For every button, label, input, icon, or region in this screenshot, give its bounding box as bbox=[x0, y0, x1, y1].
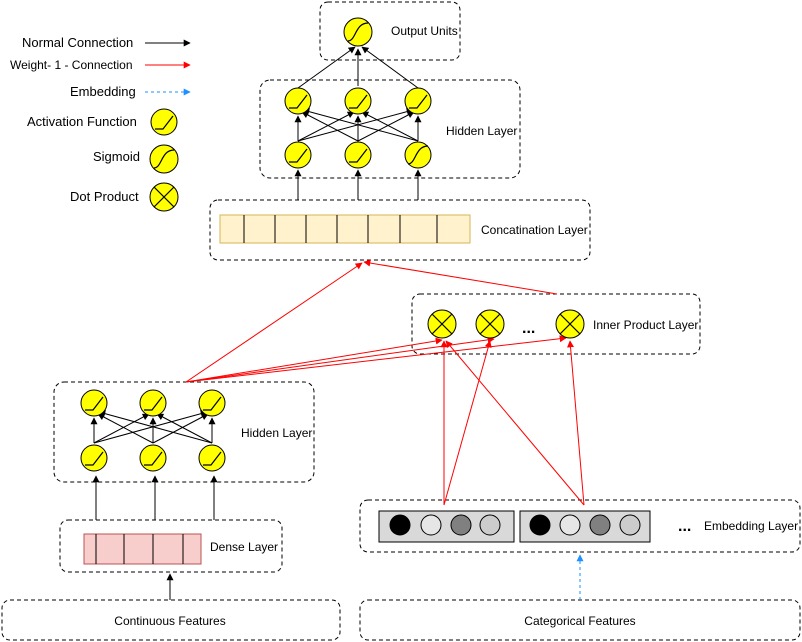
activation-icon bbox=[80, 389, 108, 417]
concatination-layer-label: Concatination Layer bbox=[481, 223, 588, 237]
sigmoid-icon bbox=[404, 141, 432, 169]
sigmoid-icon bbox=[149, 144, 179, 174]
inner-product-neurons bbox=[427, 309, 585, 339]
dot-product-icon bbox=[555, 309, 585, 339]
legend-activation-function: Activation Function bbox=[27, 114, 137, 129]
hidden-layer-bottom-box bbox=[53, 381, 315, 483]
concatination-layer-box bbox=[209, 199, 591, 261]
inner-product-ellipsis: ... bbox=[522, 320, 535, 337]
activation-icon bbox=[139, 389, 167, 417]
output-units-label: Output Units bbox=[391, 24, 458, 38]
concatination-cells bbox=[219, 214, 471, 244]
activation-icon bbox=[284, 87, 312, 115]
activation-icon bbox=[344, 87, 372, 115]
legend-weight-connection: Weight- 1 - Connection bbox=[10, 58, 133, 72]
legend: Normal Connection Weight- 1 - Connection… bbox=[10, 35, 191, 212]
categorical-features-label: Categorical Features bbox=[524, 614, 635, 628]
dot-product-icon bbox=[149, 182, 179, 212]
hidden-top-neurons bbox=[284, 87, 432, 169]
inner-product-layer-label: Inner Product Layer bbox=[593, 318, 698, 332]
dense-layer-label: Dense Layer bbox=[210, 540, 278, 554]
activation-icon bbox=[150, 108, 178, 136]
embedding-ellipsis: ... bbox=[678, 518, 691, 535]
embedding-layer-label: Embedding Layer bbox=[704, 519, 798, 533]
activation-icon bbox=[80, 444, 108, 472]
hidden-layer-top-label: Hidden Layer bbox=[446, 124, 517, 138]
continuous-features-box bbox=[1, 599, 341, 641]
activation-icon bbox=[404, 87, 432, 115]
legend-sigmoid: Sigmoid bbox=[93, 149, 140, 164]
weight-connections bbox=[185, 259, 585, 506]
activation-icon bbox=[139, 444, 167, 472]
dot-product-icon bbox=[427, 309, 457, 339]
continuous-features-label: Continuous Features bbox=[114, 614, 225, 628]
hidden-bottom-neurons bbox=[80, 389, 226, 472]
dot-product-icon bbox=[475, 309, 505, 339]
hidden-layer-top-box bbox=[259, 79, 521, 179]
legend-embedding: Embedding bbox=[70, 84, 136, 99]
dense-cells bbox=[83, 533, 202, 565]
activation-icon bbox=[284, 141, 312, 169]
legend-dot-product: Dot Product bbox=[70, 189, 139, 204]
sigmoid-icon bbox=[347, 22, 369, 42]
embedding-group-2 bbox=[519, 510, 651, 543]
activation-icon bbox=[198, 389, 226, 417]
hidden-layer-bottom-label: Hidden Layer bbox=[241, 426, 312, 440]
output-units-box bbox=[319, 1, 461, 61]
embedding-group-1 bbox=[378, 510, 515, 543]
legend-normal-connection: Normal Connection bbox=[22, 35, 133, 50]
output-sigmoid-node bbox=[343, 17, 373, 47]
activation-icon bbox=[344, 141, 372, 169]
normal-connections bbox=[90, 46, 422, 600]
activation-icon bbox=[198, 444, 226, 472]
